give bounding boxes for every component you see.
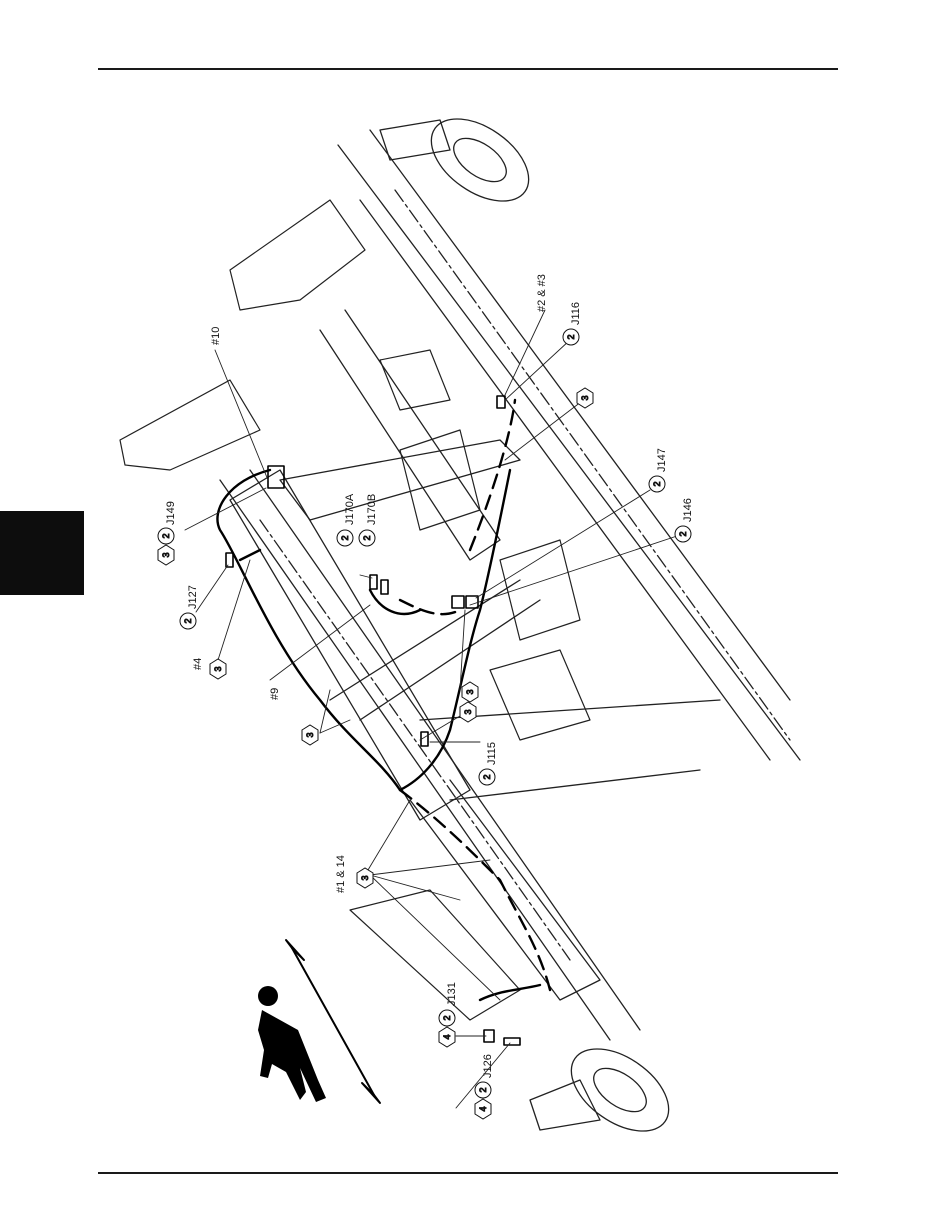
svg-text:2: 2 <box>340 535 350 540</box>
svg-text:2: 2 <box>566 334 576 339</box>
marker-qty2-j149: 2 <box>158 528 174 544</box>
svg-text:2: 2 <box>652 481 662 486</box>
actuator-block <box>380 350 580 640</box>
svg-text:2: 2 <box>183 618 193 623</box>
marker-qty3-b: 3 <box>302 725 318 745</box>
marker-qty3-e: 3 <box>357 868 373 888</box>
callout-j149: J149 <box>165 501 177 525</box>
svg-text:2: 2 <box>362 535 372 540</box>
callout-j116: J116 <box>570 302 582 325</box>
callout-j146: J146 <box>682 498 694 522</box>
marker-qty2-j170a: 2 <box>337 530 353 546</box>
marker-qty2-j147: 2 <box>649 476 665 492</box>
marker-qty2-j115: 2 <box>479 769 495 785</box>
mount-plate-top <box>120 200 590 1020</box>
marker-qty3-d: 3 <box>460 702 476 722</box>
svg-text:3: 3 <box>305 732 315 737</box>
marker-qty2-j126: 2 <box>475 1082 491 1098</box>
marker-qty2-j131: 2 <box>439 1010 455 1026</box>
callout-j131: J131 <box>446 982 458 1006</box>
callout-j127: J127 <box>187 585 199 609</box>
svg-text:3: 3 <box>161 552 171 557</box>
callout-1-14: #1 & 14 <box>335 855 347 893</box>
svg-text:3: 3 <box>213 666 223 671</box>
callout-j115: J115 <box>486 742 498 765</box>
callout-2-3: #2 & #3 <box>536 274 548 312</box>
svg-text:2: 2 <box>678 531 688 536</box>
operator-icon <box>258 986 326 1102</box>
svg-text:2: 2 <box>442 1015 452 1020</box>
callout-4: #4 <box>192 658 204 670</box>
svg-text:2: 2 <box>478 1087 488 1092</box>
svg-text:3: 3 <box>580 395 590 400</box>
caster-wheel-bottom <box>530 1032 683 1148</box>
marker-qty2-j116: 2 <box>563 329 579 345</box>
callout-j170b: J170B <box>366 494 378 525</box>
marker-qty3-f: 3 <box>577 388 593 408</box>
svg-text:3: 3 <box>465 689 475 694</box>
marker-qty2-j127: 2 <box>180 613 196 629</box>
callout-j147: J147 <box>656 448 668 472</box>
callout-9: #9 <box>269 688 281 700</box>
svg-text:3: 3 <box>360 875 370 880</box>
callout-j170a: J170A <box>344 493 356 525</box>
frame-rail-left <box>220 470 640 1040</box>
marker-qty2-j146: 2 <box>675 526 691 542</box>
frame-rail-right <box>338 130 800 760</box>
marker-qty3-j149: 3 <box>158 545 174 565</box>
caster-wheel-top <box>380 102 543 218</box>
marker-qty3-c: 3 <box>462 682 478 702</box>
wire-harness <box>217 470 540 1000</box>
svg-text:3: 3 <box>463 709 473 714</box>
svg-text:2: 2 <box>482 774 492 779</box>
marker-qty4-j126: 4 <box>475 1099 491 1119</box>
marker-qty2-j170b: 2 <box>359 530 375 546</box>
marker-qty4-j131: 4 <box>439 1027 455 1047</box>
callout-j126: J126 <box>482 1054 494 1078</box>
callout-10: #10 <box>210 327 222 345</box>
svg-text:2: 2 <box>161 533 171 538</box>
svg-text:4: 4 <box>478 1106 488 1111</box>
marker-qty3-a: 3 <box>210 659 226 679</box>
svg-text:4: 4 <box>442 1034 452 1039</box>
